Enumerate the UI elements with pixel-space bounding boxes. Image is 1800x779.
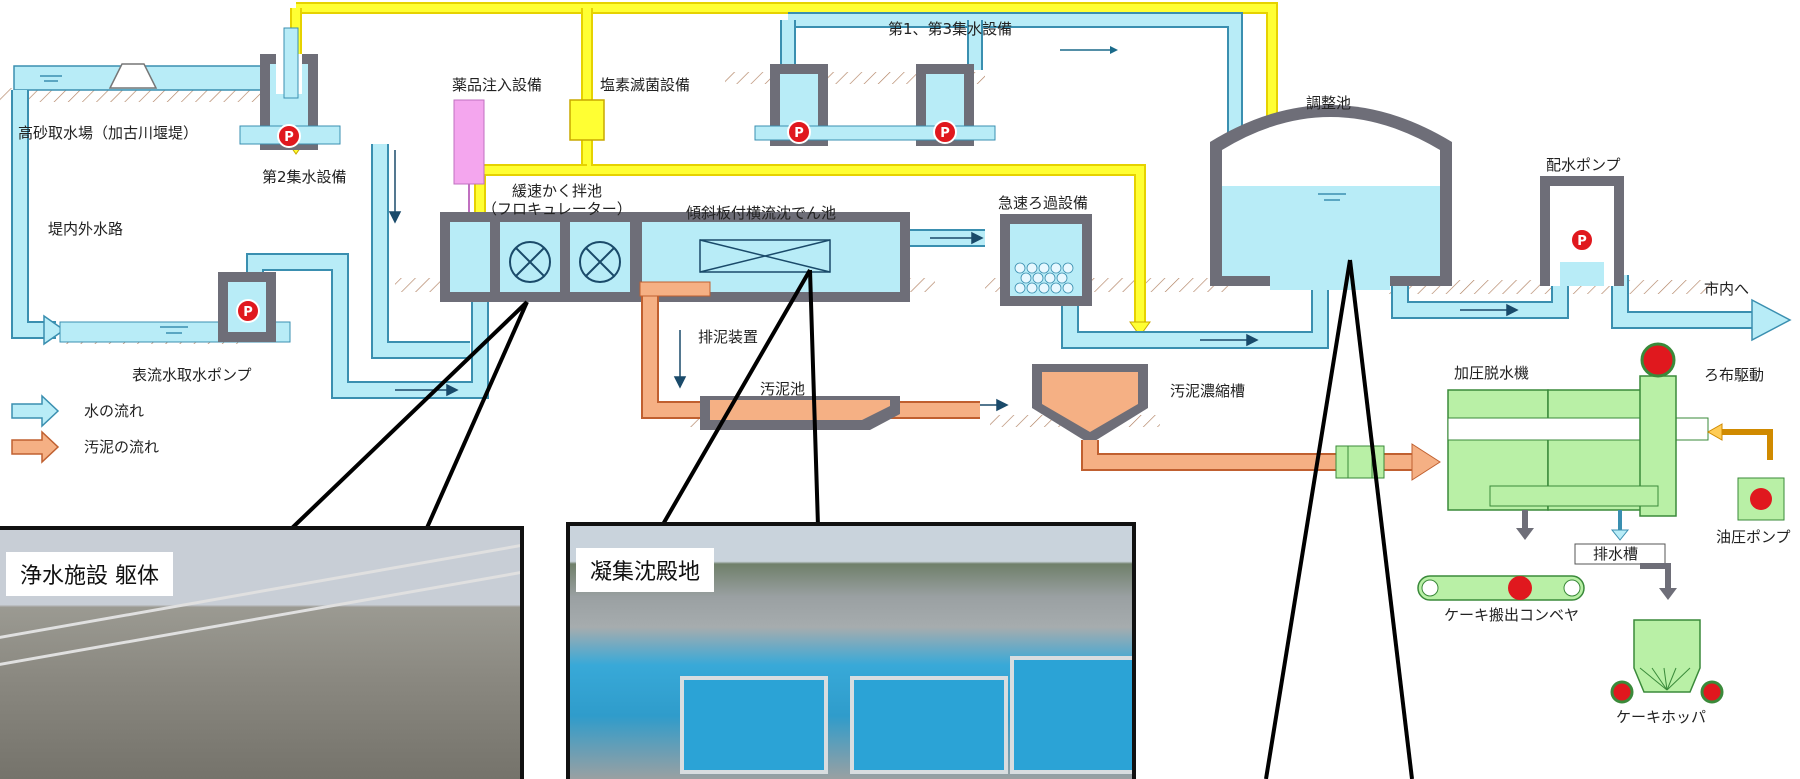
water-flow-legend-icon <box>11 394 60 428</box>
label-hopper: ケーキホッパ <box>1616 708 1706 726</box>
label-chlorine: 塩素滅菌設備 <box>600 76 690 94</box>
diagram-labels: 高砂取水場（加古川堰堤） 第2集水設備 堤内外水路 表流水取水ポンプ 薬品注入設… <box>18 20 1791 726</box>
svg-text:P: P <box>243 305 253 320</box>
chlorine-arrow-3 <box>1129 321 1151 337</box>
label-collection-1-3: 第1、第3集水設備 <box>888 20 1012 38</box>
pump-icon: P <box>787 120 811 144</box>
legend-water: 水の流れ <box>84 402 144 420</box>
legend: 水の流れ 汚泥の流れ <box>11 394 159 464</box>
label-flocculator-sub: （フロキュレーター） <box>482 200 632 218</box>
label-chemical: 薬品注入設備 <box>452 76 542 94</box>
pump-icons: P P P P P <box>236 120 1594 323</box>
collection-wells-1-3 <box>754 12 1243 150</box>
pump-icon: P <box>933 120 957 144</box>
svg-text:P: P <box>794 126 804 141</box>
label-thickener: 汚泥濃縮槽 <box>1170 382 1245 400</box>
water-pipes <box>11 90 1792 399</box>
label-settling: 傾斜板付横流沈でん池 <box>686 204 836 222</box>
photo-caption-basin: 凝集沈殿地 <box>576 548 715 592</box>
label-conveyor: ケーキ搬出コンベヤ <box>1444 606 1579 624</box>
label-to-city: 市内へ <box>1704 280 1749 298</box>
photo-sedimentation-basin: 凝集沈殿地 <box>566 522 1136 779</box>
label-dist-pump: 配水ポンプ <box>1546 156 1621 174</box>
svg-text:P: P <box>940 126 950 141</box>
svg-text:P: P <box>1577 234 1587 249</box>
dewatering-press <box>1417 342 1785 704</box>
label-oil-pump: 油圧ポンプ <box>1716 528 1791 546</box>
label-cloth-drive: ろ布駆動 <box>1704 366 1764 384</box>
photo-concrete-structure: 浄水施設 躯体 <box>0 526 524 779</box>
label-drain-tank: 排水槽 <box>1593 545 1638 563</box>
svg-text:P: P <box>284 130 294 145</box>
label-sludge-pond: 汚泥池 <box>760 380 805 398</box>
label-intake-weir: 高砂取水場（加古川堰堤） <box>18 124 198 142</box>
label-adjust-pond: 調整池 <box>1306 94 1351 112</box>
basin-tank-3 <box>1010 656 1132 774</box>
rapid-filter <box>1000 214 1092 306</box>
label-canal: 堤内外水路 <box>48 220 123 238</box>
label-rapid-filter: 急速ろ過設備 <box>998 194 1088 212</box>
chlorine-dosing-box <box>569 99 605 141</box>
label-sludge-device: 排泥装置 <box>698 328 758 346</box>
callout-lines <box>288 259 1414 779</box>
surface-water-pump-pit <box>59 272 291 343</box>
pump-icon: P <box>236 299 260 323</box>
pump-icon: P <box>277 124 301 148</box>
pump-icon: P <box>1570 228 1594 252</box>
photo-caption-structure: 浄水施設 躯体 <box>6 552 173 596</box>
label-press: 加圧脱水機 <box>1454 364 1529 382</box>
adjustment-pond <box>1210 105 1452 290</box>
legend-sludge: 汚泥の流れ <box>84 438 159 456</box>
sludge-flow-legend-icon <box>11 430 60 464</box>
basin-tank-1 <box>680 676 828 774</box>
treatment-basin <box>440 212 910 302</box>
river-intake <box>13 63 277 91</box>
basin-tank-2 <box>850 676 1008 774</box>
label-collection-2: 第2集水設備 <box>262 168 347 186</box>
label-surface-pump: 表流水取水ポンプ <box>132 366 252 384</box>
label-flocculator: 緩速かく拌池 <box>512 182 602 200</box>
